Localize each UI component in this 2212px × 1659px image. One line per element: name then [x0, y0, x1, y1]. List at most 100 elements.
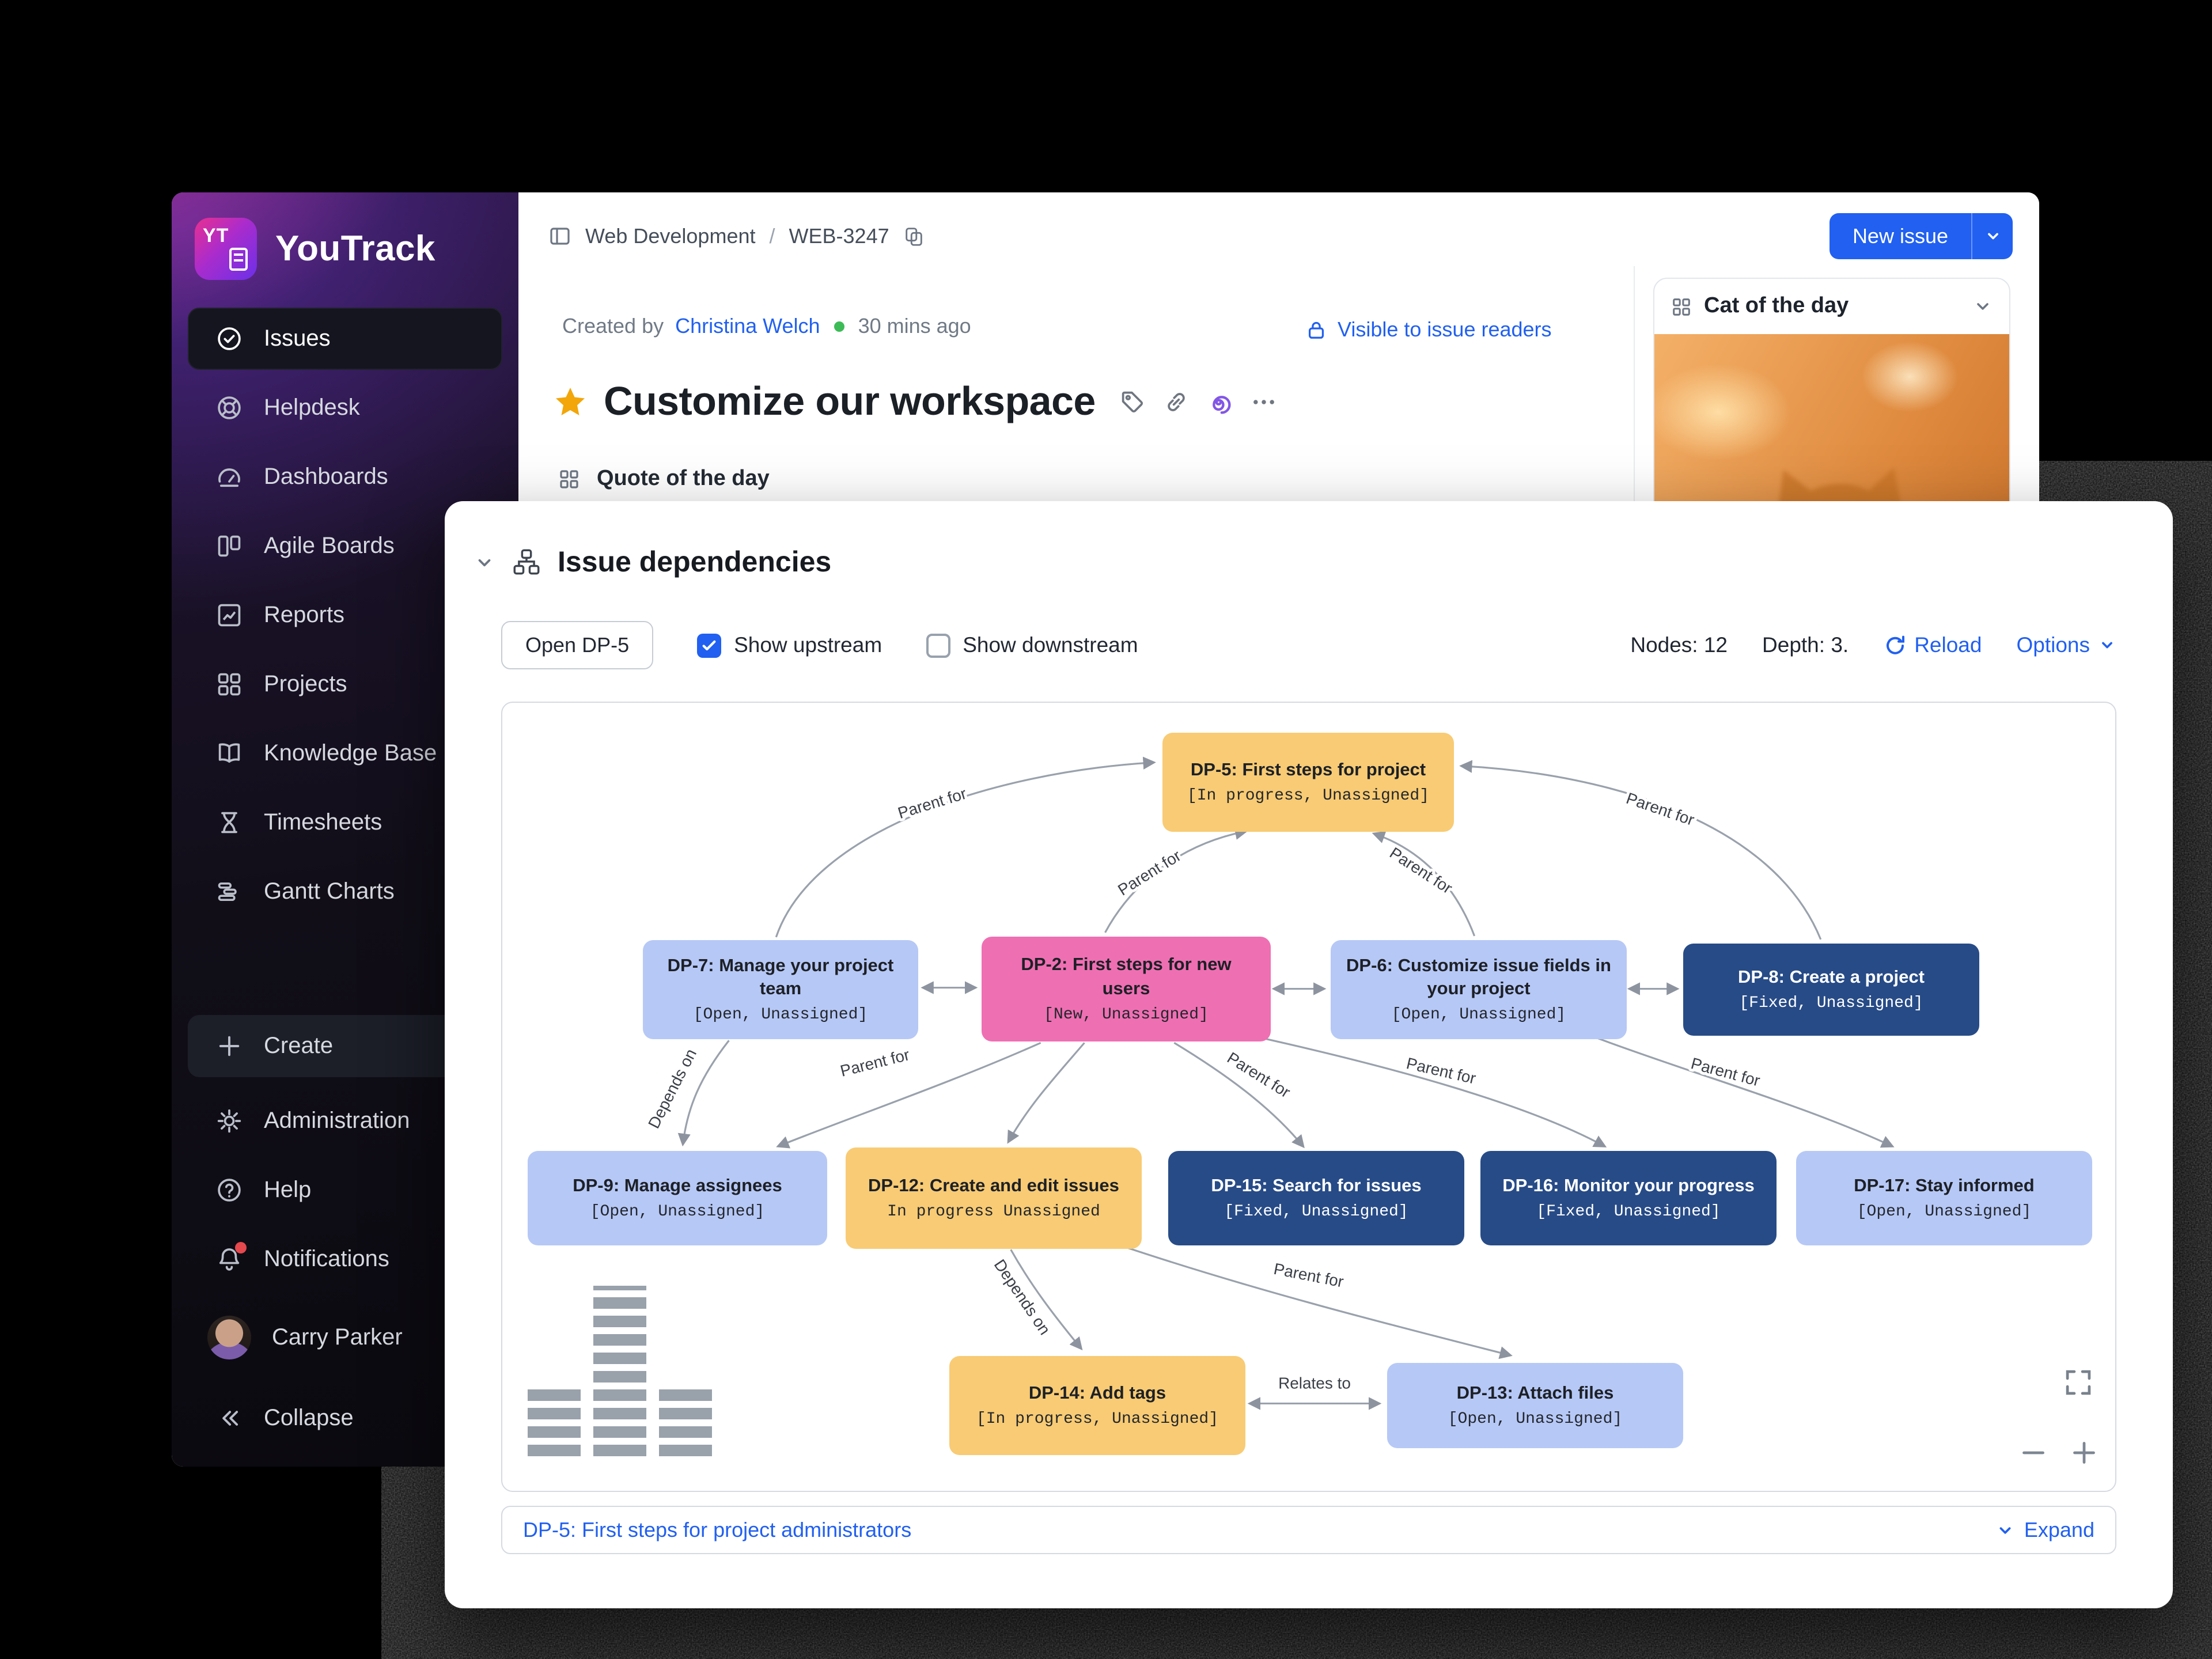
- collapse-icon: [215, 1404, 243, 1432]
- node-title: DP-5: First steps for project: [1190, 760, 1426, 780]
- edge-label: Parent for: [1224, 1048, 1293, 1101]
- edge-dp7-dp5: [775, 756, 1156, 938]
- collapse-chevron-icon[interactable]: [474, 551, 495, 573]
- edge-label: Parent for: [1115, 846, 1184, 899]
- new-issue-dropdown[interactable]: [1971, 213, 2013, 259]
- bell-icon: [215, 1242, 247, 1273]
- edge-dp6-dp5: [1372, 831, 1476, 937]
- show-upstream-checkbox[interactable]: Show upstream: [697, 632, 882, 658]
- author-link[interactable]: Christina Welch: [675, 315, 820, 338]
- breadcrumb-issue-id[interactable]: WEB-3247: [789, 224, 889, 247]
- chevron-down-icon[interactable]: [1972, 296, 1993, 317]
- fullscreen-icon[interactable]: [2063, 1368, 2093, 1397]
- notifications-label: Notifications: [264, 1246, 389, 1271]
- more-options-icon[interactable]: [1250, 388, 1278, 416]
- graph-node-dp-12[interactable]: DP-12: Create and edit issues In progres…: [846, 1147, 1142, 1249]
- node-title: DP-12: Create and edit issues: [868, 1176, 1119, 1196]
- node-title: DP-13: Attach files: [1456, 1383, 1614, 1403]
- graph-node-dp-14[interactable]: DP-14: Add tags [In progress, Unassigned…: [949, 1356, 1245, 1455]
- edge-label: Parent for: [1387, 844, 1456, 897]
- sidebar-item-reports[interactable]: Reports: [188, 584, 502, 646]
- sidebar-item-label: Knowledge Base: [264, 740, 437, 766]
- new-issue-button[interactable]: New issue: [1829, 213, 1971, 259]
- node-title: DP-6: Customize issue fields in your pro…: [1346, 956, 1611, 999]
- created-by-label: Created by: [562, 315, 664, 338]
- sidebar-item-label: Timesheets: [264, 809, 382, 835]
- graph-node-dp-6[interactable]: DP-6: Customize issue fields in your pro…: [1331, 940, 1627, 1039]
- sidebar-item-dashboards[interactable]: Dashboards: [188, 446, 502, 508]
- sidebar-item-label: Dashboards: [264, 464, 388, 489]
- reload-button[interactable]: Reload: [1883, 632, 1982, 658]
- sidebar-item-administration[interactable]: Administration: [188, 1090, 502, 1152]
- open-dp5-button[interactable]: Open DP-5: [501, 621, 654, 669]
- link-icon[interactable]: [1162, 388, 1190, 416]
- node-title: DP-7: Manage your project team: [667, 956, 894, 999]
- graph-node-dp-15[interactable]: DP-15: Search for issues [Fixed, Unassig…: [1168, 1151, 1464, 1245]
- node-title: DP-2: First steps for new users: [1021, 955, 1232, 998]
- node-status: In progress Unassigned: [887, 1203, 1100, 1222]
- sidebar-item-projects[interactable]: Projects: [188, 653, 502, 715]
- tag-icon[interactable]: [1119, 388, 1146, 416]
- sidebar-item-label: Gantt Charts: [264, 878, 395, 904]
- helpdesk-icon: [215, 394, 243, 422]
- graph-node-dp-9[interactable]: DP-9: Manage assignees [Open, Unassigned…: [528, 1151, 827, 1245]
- sidebar-item-profile[interactable]: Carry Parker: [188, 1303, 502, 1372]
- spiral-icon[interactable]: [1206, 388, 1234, 416]
- edge-dp12-dp13: [1125, 1246, 1513, 1359]
- cat-widget-title: Cat of the day: [1704, 294, 1849, 318]
- youtrack-logo[interactable]: YT YouTrack: [195, 218, 435, 280]
- sidebar-item-gantt-charts[interactable]: Gantt Charts: [188, 861, 502, 923]
- gantt-charts-icon: [215, 878, 243, 906]
- sidebar-item-agile-boards[interactable]: Agile Boards: [188, 515, 502, 577]
- graph-node-dp-8[interactable]: DP-8: Create a project [Fixed, Unassigne…: [1683, 944, 1979, 1036]
- breadcrumb-project[interactable]: Web Development: [585, 224, 756, 247]
- dependencies-title: Issue dependencies: [558, 546, 832, 578]
- create-label: Create: [264, 1033, 334, 1058]
- star-icon[interactable]: [553, 385, 588, 419]
- sidebar-item-helpdesk[interactable]: Helpdesk: [188, 377, 502, 439]
- checkbox-checked-icon[interactable]: [697, 633, 722, 657]
- app-title: YouTrack: [275, 228, 435, 268]
- cat-widget-header: Cat of the day: [1654, 279, 2009, 334]
- sidebar-item-timesheets[interactable]: Timesheets: [188, 791, 502, 854]
- graph-node-dp-7[interactable]: DP-7: Manage your project team [Open, Un…: [643, 940, 918, 1039]
- user-name: Carry Parker: [272, 1324, 403, 1350]
- quote-widget-header[interactable]: Quote of the day: [558, 467, 770, 492]
- minimap-bars: [528, 1283, 714, 1456]
- toolbar-right: Nodes: 12 Depth: 3. Reload Options: [1630, 632, 2116, 658]
- node-status: [Fixed, Unassigned]: [1536, 1203, 1721, 1222]
- node-title: DP-9: Manage assignees: [573, 1176, 782, 1196]
- dependency-footer-link[interactable]: DP-5: First steps for project administra…: [523, 1518, 912, 1541]
- visibility-control[interactable]: Visible to issue readers: [1305, 318, 1552, 342]
- zoom-in-button[interactable]: [2069, 1438, 2099, 1468]
- sidebar-item-issues[interactable]: Issues: [188, 308, 502, 370]
- sidebar-item-knowledge-base[interactable]: Knowledge Base: [188, 722, 502, 785]
- copy-icon[interactable]: [903, 225, 925, 247]
- administration-label: Administration: [264, 1108, 410, 1133]
- avatar: [207, 1316, 251, 1359]
- sidebar-item-notifications[interactable]: Notifications: [188, 1228, 502, 1290]
- edge-dp2-dp5: [1104, 827, 1248, 933]
- edge-dp6-dp17: [1597, 1037, 1895, 1148]
- graph-node-dp-16[interactable]: DP-16: Monitor your progress [Fixed, Una…: [1480, 1151, 1777, 1245]
- edge-dp2-dp15: [1173, 1041, 1305, 1149]
- graph-node-dp-5[interactable]: DP-5: First steps for project [In progre…: [1162, 733, 1454, 832]
- graph-node-dp-13[interactable]: DP-13: Attach files [Open, Unassigned]: [1387, 1363, 1683, 1448]
- options-label: Options: [2016, 632, 2090, 657]
- dependency-graph[interactable]: Parent for Parent for Parent for Parent …: [501, 702, 2116, 1492]
- checkbox-unchecked-icon[interactable]: [926, 633, 950, 657]
- graph-node-dp-17[interactable]: DP-17: Stay informed [Open, Unassigned]: [1796, 1151, 2092, 1245]
- expand-button[interactable]: Expand: [1995, 1518, 2094, 1542]
- options-dropdown[interactable]: Options: [2016, 632, 2116, 658]
- show-downstream-checkbox[interactable]: Show downstream: [926, 632, 1138, 658]
- sidebar-menu: Issues Helpdesk Dashboards Agile Boards …: [188, 308, 502, 930]
- dependency-footer: DP-5: First steps for project administra…: [501, 1506, 2116, 1554]
- graph-node-dp-2[interactable]: DP-2: First steps for new users [New, Un…: [982, 937, 1271, 1041]
- reload-label: Reload: [1914, 632, 1982, 657]
- zoom-out-button[interactable]: [2018, 1438, 2048, 1468]
- sidebar-item-label: Projects: [264, 671, 347, 696]
- sidebar-collapse-button[interactable]: Collapse: [188, 1387, 502, 1449]
- widget-grid-icon: [558, 468, 581, 491]
- sidebar-item-help[interactable]: Help: [188, 1159, 502, 1221]
- youtrack-logo-icon: YT: [195, 218, 257, 280]
